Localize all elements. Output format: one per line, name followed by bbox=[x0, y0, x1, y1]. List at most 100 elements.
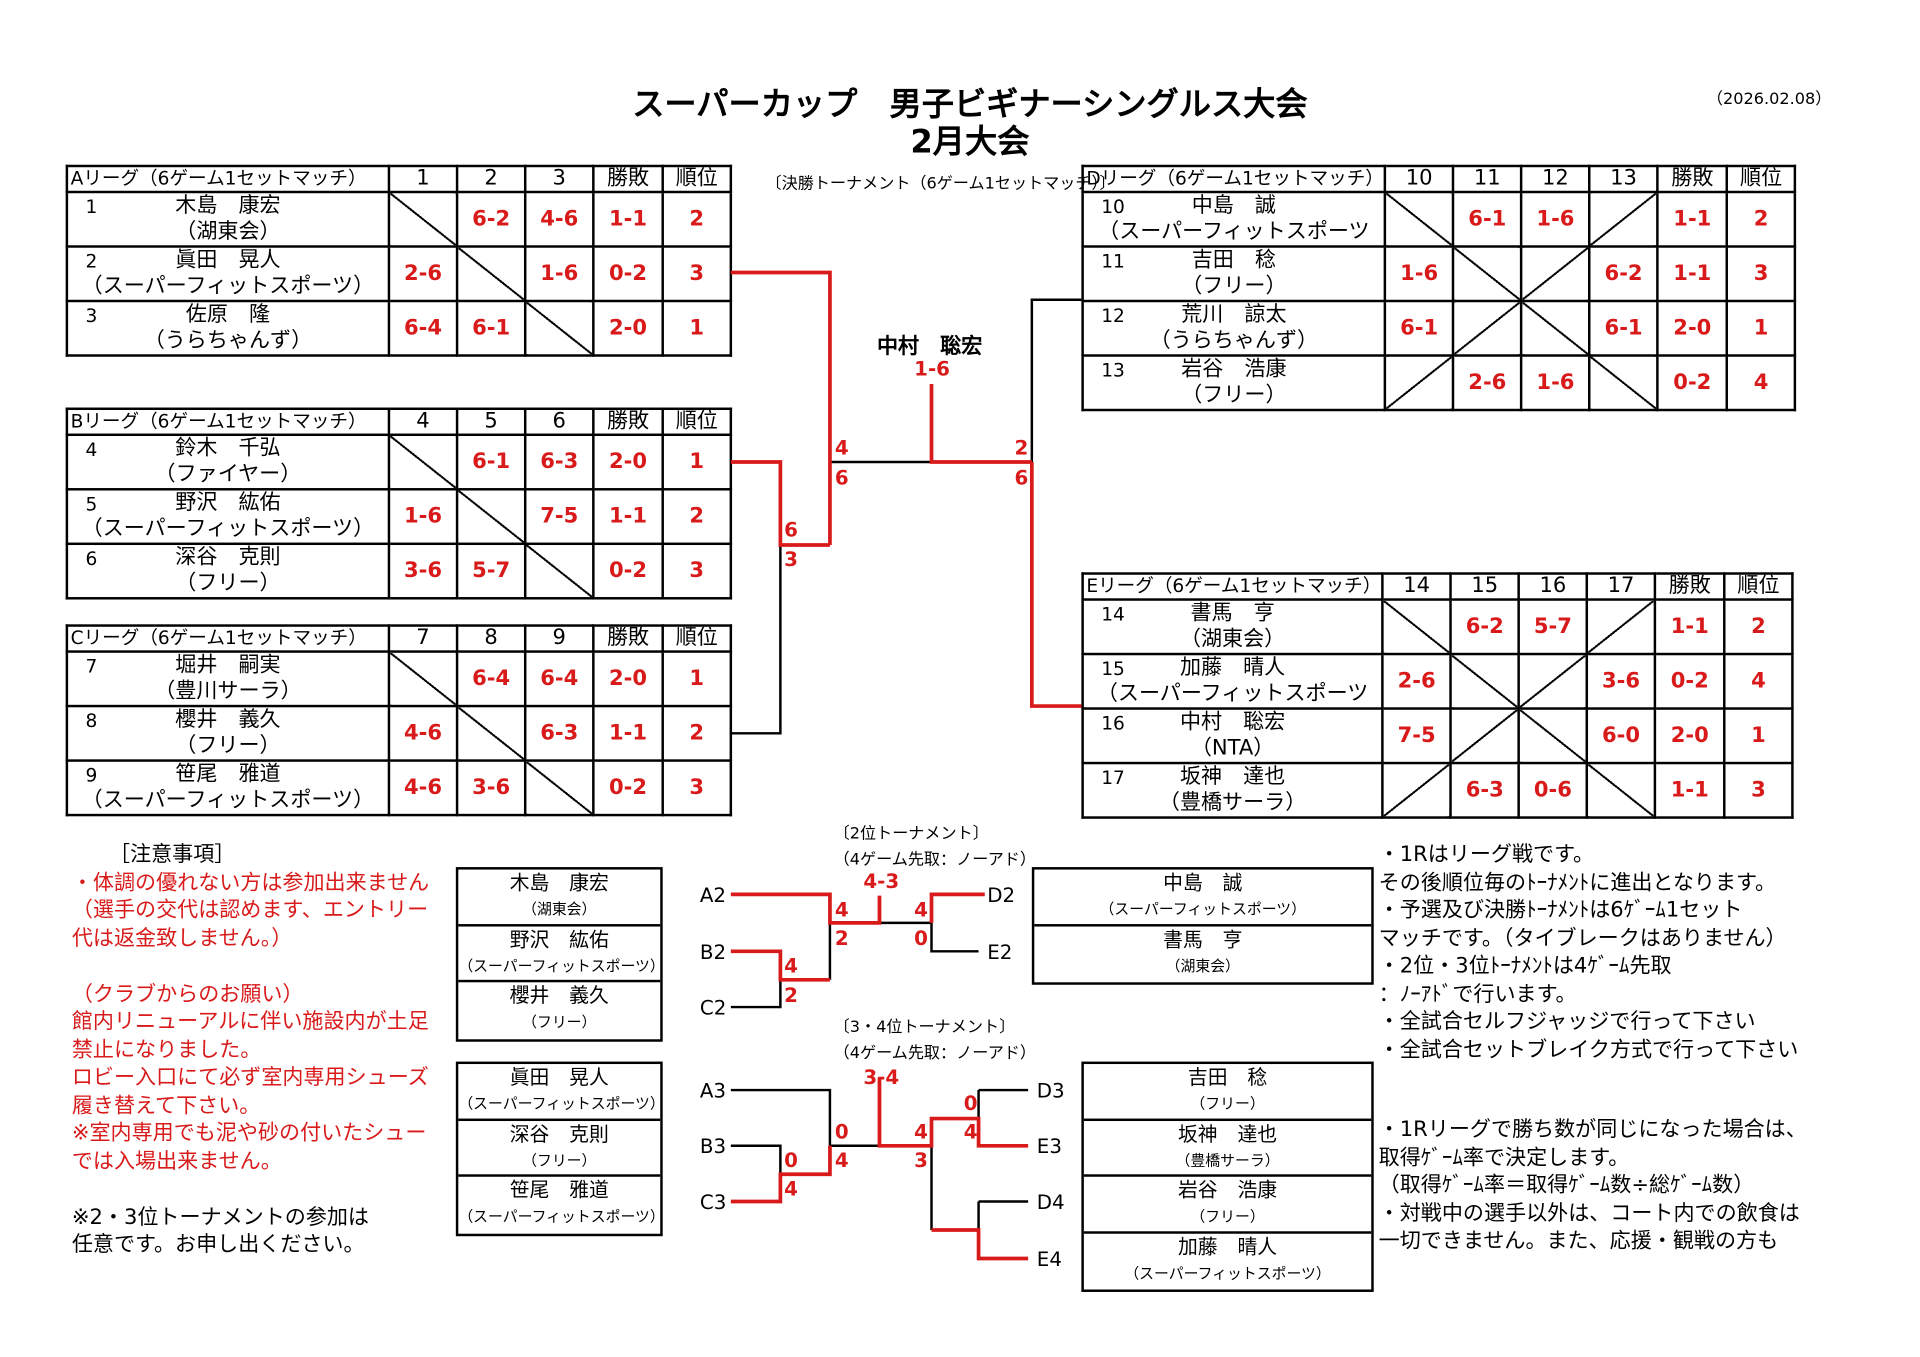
column-header: 13 bbox=[1588, 164, 1659, 194]
win-loss-header: 勝敗 bbox=[592, 164, 664, 194]
notes-right-bottom: ・1Rリーグで勝ち数が同じになった場合は、取得ｹﾞｰﾑ率で決定します。（取得ｹﾞ… bbox=[1379, 1116, 1807, 1255]
note-line: ・2位・3位ﾄｰﾅﾒﾝﾄは4ｹﾞｰﾑ先取 bbox=[1378, 953, 1672, 979]
player-name: 笹尾 雅道 bbox=[175, 761, 281, 787]
player-name: 野沢 紘佑 bbox=[175, 490, 281, 516]
note-line: その後順位毎のﾄｰﾅﾒﾝﾄに進出となります。 bbox=[1378, 870, 1777, 895]
win-loss-header: 勝敗 bbox=[1656, 164, 1729, 194]
note-line: ・1Rリーグで勝ち数が同じになった場合は、 bbox=[1378, 1117, 1807, 1143]
rank: 2 bbox=[1723, 598, 1794, 656]
win-loss: 0-2 bbox=[592, 245, 664, 303]
note-line: （取得ｹﾞｰﾑ率＝取得ｹﾞｰﾑ数÷総ｹﾞｰﾑ数） bbox=[1378, 1173, 1755, 1198]
rank: 1 bbox=[661, 299, 733, 357]
seed-c2: C2 bbox=[699, 995, 727, 1020]
player-club: （フリー） bbox=[175, 571, 281, 596]
final-score-a: 4 bbox=[834, 436, 849, 460]
score: 0 bbox=[914, 926, 928, 951]
win-loss: 1-1 bbox=[592, 190, 664, 248]
page-title: スーパーカップ 男子ビギナーシングルス大会 bbox=[632, 86, 1308, 124]
match-score: 3-6 bbox=[1585, 652, 1657, 710]
player-name: 佐原 隆 bbox=[185, 302, 271, 328]
column-header: 10 bbox=[1383, 164, 1455, 194]
match-score: 6-2 bbox=[455, 190, 527, 248]
seed-d2: D2 bbox=[987, 883, 1016, 907]
player-club: （豊橋サーラ） bbox=[1158, 790, 1307, 816]
player-name: 野沢 紘佑 bbox=[509, 927, 609, 951]
player-number: 5 bbox=[85, 493, 98, 516]
match-score: 5-7 bbox=[1517, 598, 1589, 656]
league-title: Eリーグ（6ゲーム1セットマッチ） bbox=[1081, 572, 1384, 601]
score: 4 bbox=[914, 898, 928, 922]
match-score: 1-6 bbox=[1383, 245, 1455, 303]
semi-score-c: 3 bbox=[784, 547, 798, 572]
empty-cell bbox=[1588, 190, 1659, 248]
match-score: 2-6 bbox=[1452, 354, 1523, 412]
note-line: ・全試合セットブレイク方式で行って下さい bbox=[1378, 1037, 1799, 1063]
rank: 2 bbox=[661, 190, 733, 248]
empty-cell bbox=[455, 704, 527, 762]
second-left-players: 木島 康宏（湖東会）野沢 紘佑（スーパーフィットスポーツ）櫻井 義久（フリー） bbox=[455, 867, 665, 1042]
event-date: （2026.02.08） bbox=[1706, 90, 1832, 110]
player-name: 堀井 嗣実 bbox=[175, 652, 281, 678]
player-club: （豊川サーラ） bbox=[154, 678, 302, 704]
player-club: （ファイヤー） bbox=[154, 462, 302, 487]
note-line: ・全試合セルフジャッジで行って下さい bbox=[1378, 1009, 1756, 1035]
rank: 3 bbox=[1723, 761, 1794, 819]
rank: 1 bbox=[661, 433, 733, 491]
final-score-d: 2 bbox=[1014, 436, 1029, 460]
match-score: 1-6 bbox=[1520, 354, 1591, 412]
player-club: （NTA） bbox=[1190, 735, 1275, 761]
column-header: 4 bbox=[387, 407, 459, 437]
second-tournament-format: （4ゲーム先取：ノーアド） bbox=[833, 850, 1037, 870]
note-line: ・対戦中の選手以外は、コート内での飲食は bbox=[1378, 1200, 1800, 1226]
player-name: 岩谷 浩康 bbox=[1181, 356, 1287, 382]
win-loss-header: 勝敗 bbox=[592, 407, 664, 437]
match-score: 6-2 bbox=[1449, 598, 1521, 656]
match-score: 0-6 bbox=[1517, 761, 1589, 819]
score: 4 bbox=[834, 1148, 849, 1172]
player-number: 11 bbox=[1101, 250, 1125, 273]
empty-cell bbox=[455, 488, 527, 546]
player-number: 8 bbox=[85, 709, 98, 733]
empty-cell bbox=[387, 650, 459, 708]
win-loss: 1-1 bbox=[1656, 190, 1729, 248]
note-line: ・1Rはリーグ戦です。 bbox=[1378, 842, 1595, 868]
rank: 2 bbox=[661, 704, 733, 762]
match-score: 6-3 bbox=[523, 704, 595, 762]
score: 0 bbox=[784, 1148, 798, 1172]
third-left-players: 眞田 晃人（スーパーフィットスポーツ）深谷 克則（フリー）笹尾 雅道（スーパーフ… bbox=[455, 1061, 665, 1236]
third-tournament-label: 〔3・4位トーナメント〕 bbox=[833, 1018, 1016, 1037]
player-club: （フリー） bbox=[1190, 1207, 1265, 1226]
player-club: （フリー） bbox=[175, 733, 281, 759]
league-title: Cリーグ（6ゲーム1セットマッチ） bbox=[65, 624, 391, 653]
player-name: 木島 康宏 bbox=[175, 193, 281, 219]
note-line: ※2・3位トーナメントの参加は bbox=[71, 1204, 369, 1230]
note-line: では入場出来ません。 bbox=[71, 1148, 282, 1174]
rank-header: 順位 bbox=[1725, 164, 1797, 194]
match-score: 1-6 bbox=[1520, 190, 1591, 248]
player-name: 眞田 晃人 bbox=[175, 247, 281, 273]
player-name: 深谷 克則 bbox=[509, 1121, 609, 1146]
match-score: 3-6 bbox=[387, 542, 459, 600]
win-loss: 1-1 bbox=[1656, 245, 1729, 303]
seed-c3: C3 bbox=[699, 1190, 727, 1214]
match-score: 6-4 bbox=[523, 650, 595, 708]
player-name: 坂神 達也 bbox=[1177, 1121, 1278, 1146]
empty-cell bbox=[1381, 598, 1452, 656]
empty-cell bbox=[1449, 707, 1521, 765]
player-name: 荒川 諒太 bbox=[1181, 302, 1287, 328]
win-loss: 2-0 bbox=[1656, 299, 1729, 357]
player-number: 2 bbox=[85, 250, 98, 273]
rank: 2 bbox=[661, 488, 733, 546]
